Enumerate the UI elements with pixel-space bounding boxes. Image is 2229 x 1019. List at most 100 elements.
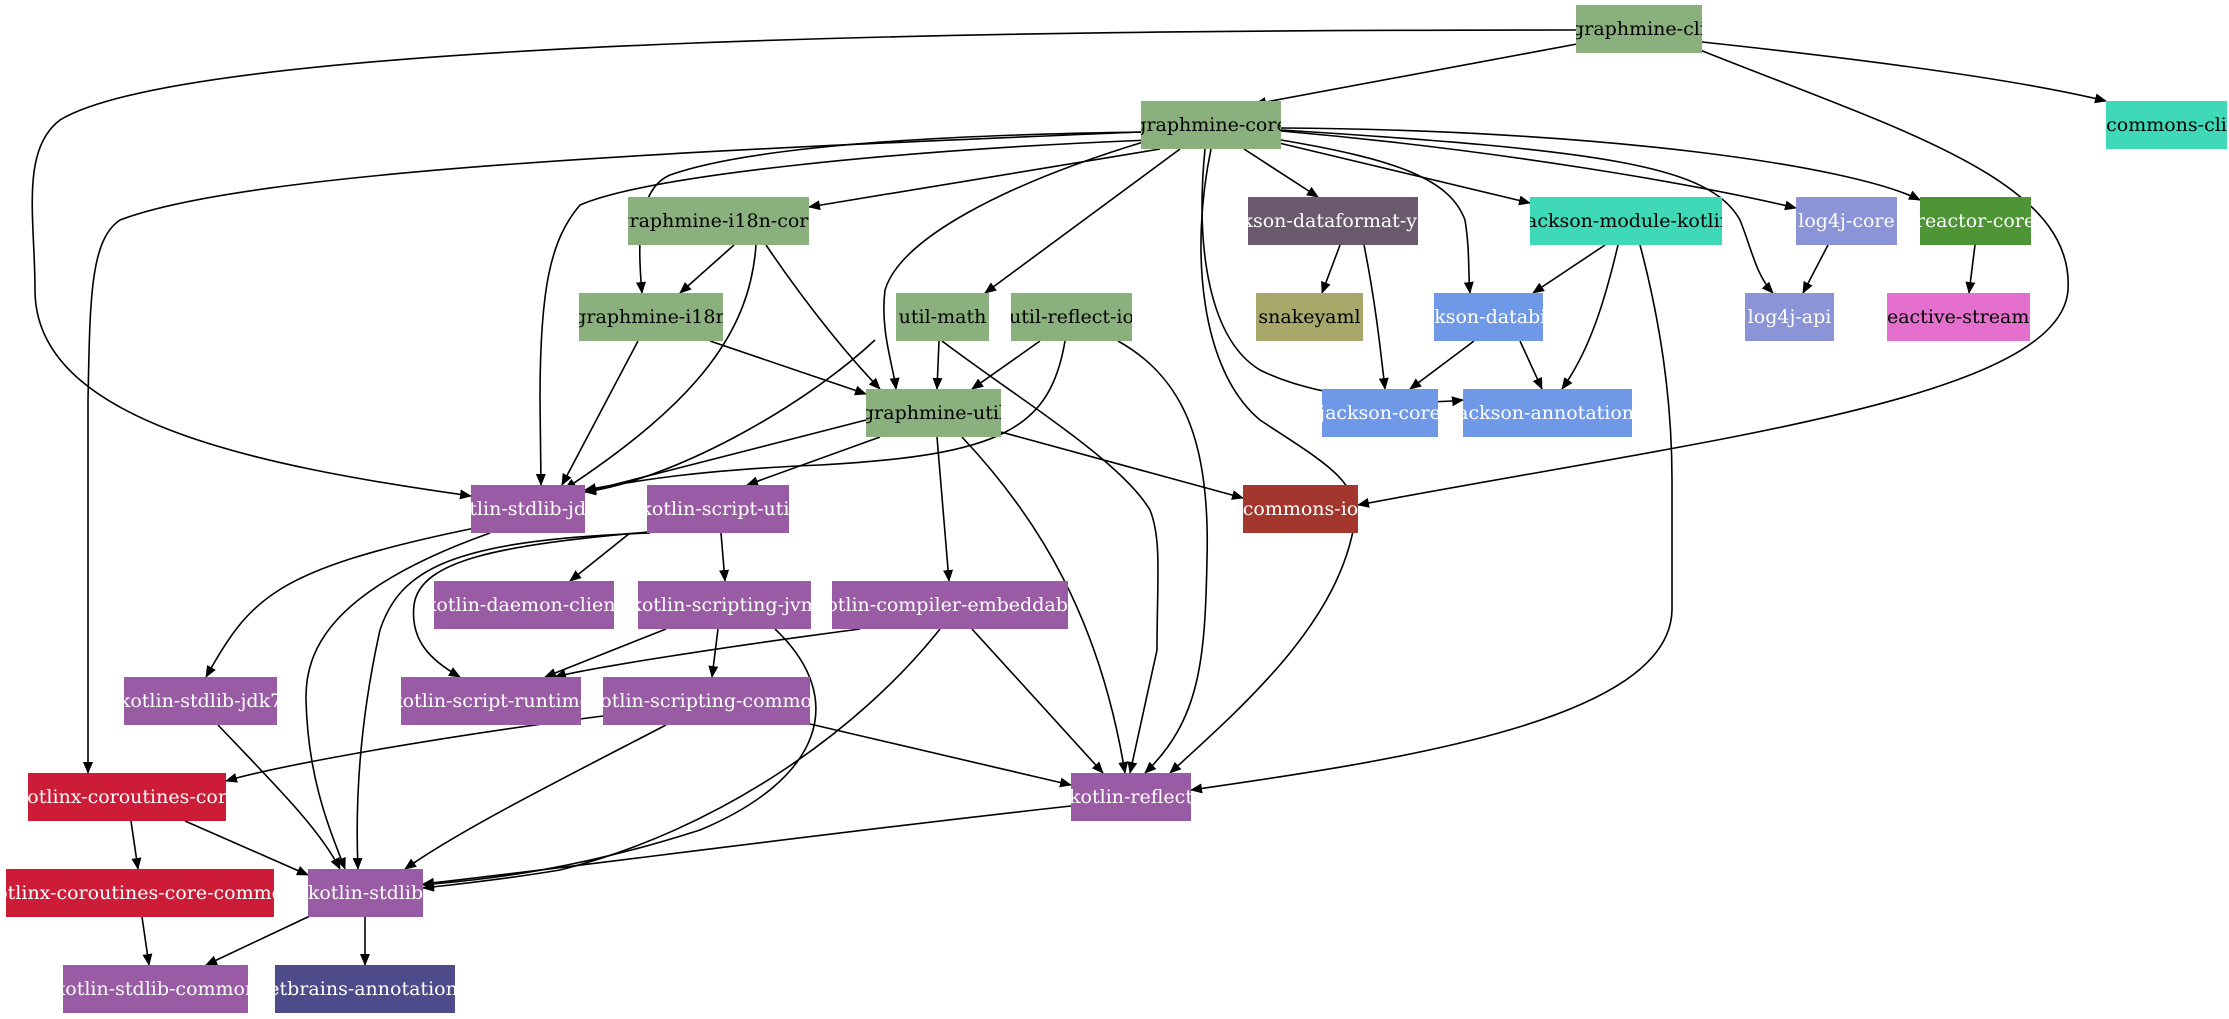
node-label: snakeyaml	[1258, 306, 1360, 328]
node-kotlin-scripting-jvm: kotlin-scripting-jvm	[630, 581, 818, 629]
edge-util-math-to-graphmine-util	[932, 340, 943, 390]
node-label: util-reflect-io	[1009, 306, 1134, 328]
node-graphmine-util: graphmine-util	[862, 389, 1005, 437]
node-box	[1322, 389, 1438, 437]
node-box	[896, 293, 989, 341]
node-label: graphmine-util	[862, 402, 1005, 424]
edge-kotlinx-coroutines-core-to-kotlinx-coroutines-core-common	[130, 820, 142, 870]
node-graphmine-cli: graphmine-cli	[1572, 5, 1706, 53]
edge-graphmine-i18n-core-to-graphmine-i18n	[679, 244, 735, 294]
edge-graphmine-core-to-log4j-api	[1280, 129, 1774, 294]
node-label: kotlin-scripting-common	[589, 690, 824, 712]
node-box	[866, 389, 1001, 437]
edge-graphmine-core-to-jackson-databind	[1280, 139, 1474, 294]
node-label: kotlin-reflect	[1069, 786, 1193, 808]
node-label: jackson-core	[1317, 402, 1441, 424]
node-label: jackson-dataformat-yaml	[1212, 210, 1453, 232]
node-label: util-math	[899, 306, 987, 328]
node-jackson-dataformat-yaml: jackson-dataformat-yaml	[1212, 197, 1453, 245]
node-box	[1243, 485, 1358, 533]
edge-jackson-databind-to-jackson-annotations	[1519, 340, 1543, 390]
node-box	[1256, 293, 1363, 341]
edge-kotlin-script-util-to-kotlin-stdlib	[352, 532, 651, 870]
node-box	[28, 773, 226, 821]
node-box	[628, 197, 809, 245]
node-label: graphmine-core	[1134, 114, 1287, 136]
edge-graphmine-core-to-jackson-annotations	[1201, 148, 1464, 407]
node-box	[275, 965, 455, 1013]
edge-kotlin-scripting-common-to-kotlin-stdlib	[404, 724, 667, 870]
edge-graphmine-i18n-core-to-graphmine-util	[765, 244, 881, 390]
edge-graphmine-cli-to-commons-io	[1357, 49, 2069, 508]
edge-graphmine-util-to-kotlin-script-util	[746, 436, 881, 486]
edge-graphmine-i18n-core-to-kotlin-stdlib-jdk8	[564, 244, 757, 490]
edge-jackson-module-kotlin-to-jackson-annotations	[1561, 244, 1619, 390]
node-label: kotlinx-coroutines-core-common	[0, 882, 295, 904]
node-box	[1463, 389, 1632, 437]
node-label: jackson-annotations	[1449, 402, 1644, 424]
node-label: reactor-core	[1916, 210, 2035, 232]
edge-kotlin-compiler-embeddable-to-kotlin-reflect	[971, 628, 1104, 774]
edge-graphmine-core-to-log4j-core	[1280, 130, 1797, 211]
node-box	[638, 581, 811, 629]
edge-graphmine-core-to-reactor-core	[1280, 127, 1921, 201]
edge-graphmine-core-to-util-math	[984, 148, 1181, 294]
node-commons-cli: commons-cli	[2106, 101, 2227, 149]
node-log4j-api: log4j-api	[1745, 293, 1834, 341]
edge-util-math-to-kotlin-reflect	[941, 340, 1159, 774]
edge-util-reflect-io-to-kotlin-stdlib-jdk8	[584, 340, 1066, 493]
node-box	[2106, 101, 2227, 149]
node-box	[1887, 293, 2030, 341]
node-box	[1434, 293, 1543, 341]
edge-kotlin-compiler-embeddable-to-kotlin-script-runtime	[554, 628, 861, 679]
edge-jackson-dataformat-yaml-to-jackson-core	[1363, 244, 1389, 390]
node-label: commons-cli	[2106, 114, 2227, 136]
node-kotlin-stdlib-common: kotlin-stdlib-common	[54, 965, 257, 1013]
edge-kotlinx-coroutines-core-to-kotlin-stdlib	[184, 820, 309, 876]
node-box	[1011, 293, 1132, 341]
node-box	[471, 485, 585, 533]
node-jackson-annotations: jackson-annotations	[1449, 389, 1644, 437]
node-graphmine-i18n-core: graphmine-i18n-core	[617, 197, 819, 245]
edge-util-reflect-io-to-graphmine-util	[971, 340, 1041, 390]
edge-graphmine-core-to-jackson-module-kotlin	[1278, 142, 1531, 206]
edge-layer	[31, 29, 2107, 966]
node-label: kotlinx-coroutines-core	[16, 786, 238, 808]
node-kotlin-daemon-client: kotlin-daemon-client	[425, 581, 624, 629]
node-label: log4j-core	[1798, 210, 1894, 232]
node-label: graphmine-i18n-core	[617, 210, 819, 232]
edge-kotlin-reflect-to-kotlin-stdlib	[422, 805, 1072, 888]
node-box	[1920, 197, 2031, 245]
node-label: kotlin-stdlib-jdk8	[446, 498, 609, 520]
edge-kotlinx-coroutines-core-common-to-kotlin-stdlib-common	[141, 916, 153, 966]
node-box	[6, 869, 274, 917]
edge-kotlin-stdlib-jdk8-to-kotlin-stdlib	[305, 532, 491, 870]
edge-graphmine-i18n-to-graphmine-util	[709, 340, 867, 396]
node-box	[434, 581, 614, 629]
node-label: kotlin-script-runtime	[391, 690, 591, 712]
edge-graphmine-util-to-kotlin-stdlib-jdk8	[584, 419, 867, 495]
edge-graphmine-core-to-kotlin-reflect	[1169, 148, 1357, 774]
node-label: kotlin-stdlib-common	[54, 978, 257, 1000]
node-box	[603, 677, 810, 725]
node-box	[832, 581, 1068, 629]
node-label: graphmine-cli	[1572, 18, 1706, 40]
edge-kotlin-compiler-embeddable-to-kotlin-stdlib	[422, 628, 941, 892]
edge-graphmine-util-to-commons-io	[1000, 431, 1244, 500]
node-kotlin-script-runtime: kotlin-script-runtime	[391, 677, 591, 725]
edge-graphmine-cli-to-graphmine-core	[1254, 43, 1578, 107]
edge-util-math-to-kotlin-stdlib-jdk8	[584, 339, 876, 496]
edge-kotlin-scripting-jvm-to-kotlin-script-runtime	[544, 628, 667, 678]
node-commons-io: commons-io	[1243, 485, 1358, 533]
node-util-math: util-math	[896, 293, 989, 341]
node-kotlin-stdlib-jdk8: kotlin-stdlib-jdk8	[446, 485, 609, 533]
edge-graphmine-util-to-kotlin-compiler-embeddable	[936, 436, 954, 582]
node-box	[647, 485, 789, 533]
node-label: kotlin-daemon-client	[425, 594, 624, 616]
node-label: kotlin-scripting-jvm	[630, 594, 818, 616]
node-label: jetbrains-annotations	[260, 978, 467, 1000]
edge-graphmine-util-to-kotlin-reflect	[961, 436, 1129, 774]
node-kotlin-compiler-embeddable: kotlin-compiler-embeddable	[832, 581, 1068, 629]
edge-graphmine-core-to-graphmine-util	[883, 139, 1151, 390]
edge-graphmine-core-to-jackson-dataformat-yaml	[1243, 148, 1319, 198]
